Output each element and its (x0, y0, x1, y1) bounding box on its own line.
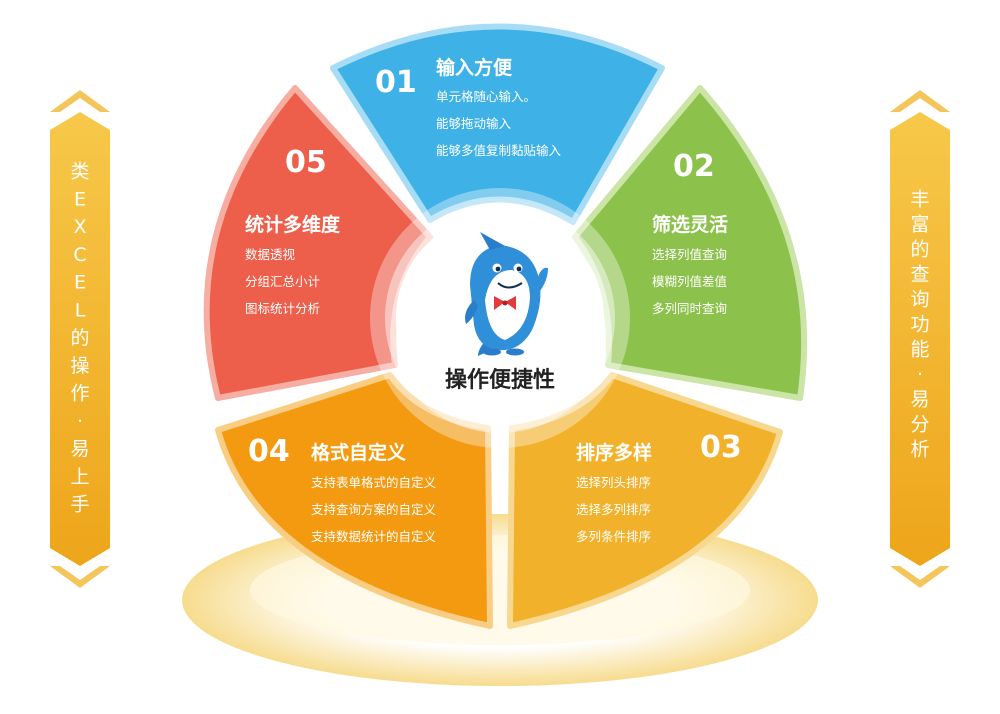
segment-03-item: 选择多列排序 (576, 502, 651, 517)
left-banner-char: L (75, 299, 86, 321)
left-banner-char: 手 (70, 494, 89, 516)
segment-02-number: 02 (673, 149, 715, 184)
right-banner-arrow-top (890, 90, 950, 112)
left-banner-char: · (77, 410, 83, 432)
segment-02-shape (572, 85, 808, 401)
segment-05-item: 数据透视 (245, 247, 296, 262)
segment-02-item: 模糊列值差值 (652, 274, 727, 289)
segment-03: 03 排序多样 选择列头排序 选择多列排序 多列条件排序 (507, 372, 783, 629)
segment-02-item: 多列同时查询 (652, 301, 727, 316)
right-banner-char: 能 (910, 339, 929, 361)
left-banner-char: 易 (70, 438, 89, 460)
segment-04-item: 支持表单格式的自定义 (311, 475, 437, 490)
left-banner-char: 的 (70, 327, 89, 349)
segment-02-title: 筛选灵活 (652, 213, 728, 236)
left-banner-char: E (74, 188, 86, 210)
left-banner-char: 操 (70, 355, 89, 377)
segment-03-item: 选择列头排序 (576, 475, 651, 490)
segment-01: 01 输入方便 单元格随心输入。 能够拖动输入 能够多值复制黏贴输入 (330, 23, 665, 225)
left-banner-arrow-bottom (50, 566, 110, 588)
segment-05-item: 分组汇总小计 (245, 274, 320, 289)
segment-01-number: 01 (375, 65, 417, 100)
segment-05-number: 05 (285, 145, 327, 180)
left-banner-char: 类 (70, 161, 89, 183)
left-banner-body (50, 112, 110, 566)
left-banner-char: 上 (70, 466, 89, 488)
right-banner-char: 查 (910, 264, 929, 286)
segment-04-item: 支持查询方案的自定义 (311, 502, 437, 517)
center-hub: 操作便捷性 (370, 188, 630, 448)
segment-03-item: 多列条件排序 (576, 529, 651, 544)
segment-04-shape (215, 372, 493, 629)
segment-03-number: 03 (700, 430, 742, 465)
segment-01-item: 能够拖动输入 (436, 116, 512, 131)
segment-02-item: 选择列值查询 (652, 247, 727, 262)
right-banner-char: 易 (910, 389, 929, 411)
center-label: 操作便捷性 (445, 368, 555, 393)
left-banner-char: 作 (70, 383, 89, 405)
shark-mascot-icon (465, 232, 548, 356)
segment-04-number: 04 (248, 434, 290, 469)
segment-05-item: 图标统计分析 (245, 301, 320, 316)
left-banner-char: X (73, 216, 86, 238)
right-banner-char: 功 (910, 314, 929, 336)
segment-04-item: 支持数据统计的自定义 (311, 529, 437, 544)
segment-01-title: 输入方便 (436, 56, 513, 79)
segment-04: 04 格式自定义 支持表单格式的自定义 支持查询方案的自定义 支持数据统计的自定… (215, 372, 493, 629)
right-banner-char: 富 (910, 214, 929, 236)
left-banner-arrow-top (50, 90, 110, 112)
segment-02: 02 筛选灵活 选择列值查询 模糊列值差值 多列同时查询 (572, 85, 808, 401)
right-banner-char: 析 (910, 439, 929, 461)
left-banner-char: E (74, 272, 86, 294)
right-banner-arrow-bottom (890, 566, 950, 588)
segment-01-item: 单元格随心输入。 (436, 89, 536, 104)
segment-01-item: 能够多值复制黏贴输入 (436, 143, 562, 158)
segment-03-shape (507, 372, 783, 629)
right-banner-body (890, 112, 950, 566)
right-banner-char: · (917, 364, 923, 386)
segment-03-title: 排序多样 (576, 441, 652, 464)
segment-05-title: 统计多维度 (245, 213, 341, 236)
segment-01-shape (330, 23, 665, 225)
left-banner-char: C (73, 244, 86, 266)
right-banner-char: 丰 (910, 189, 929, 211)
segment-04-title: 格式自定义 (311, 441, 406, 464)
right-banner-char: 分 (910, 414, 929, 436)
right-banner-char: 询 (910, 289, 929, 311)
right-banner-char: 的 (910, 239, 929, 261)
